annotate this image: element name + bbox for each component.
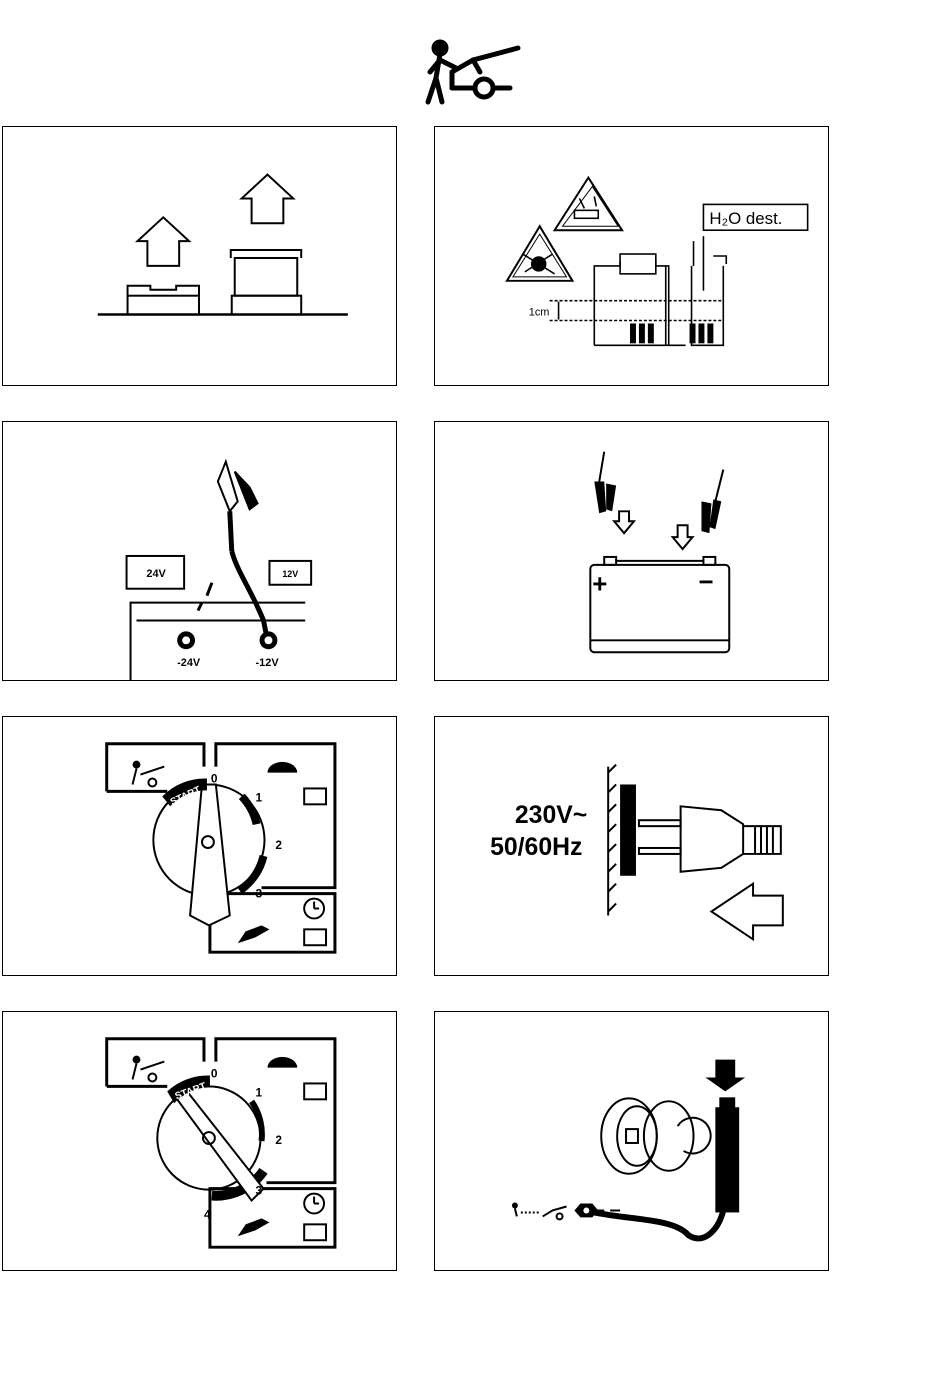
turtle-icon <box>267 762 297 773</box>
hare-icon <box>238 1218 270 1236</box>
panel-clamp-connect: + − <box>434 421 829 681</box>
socket-12v-label: -12V <box>256 657 280 669</box>
frequency-label: 50/60Hz <box>490 834 582 861</box>
battery-24v-label: 24V <box>146 568 166 580</box>
panel-voltage-select: 24V 12V -24V -12V <box>2 421 397 681</box>
panel-remove-caps <box>2 126 397 386</box>
pos-4-label-b: 4 <box>204 1207 211 1221</box>
panel-electrolyte-level: H₂O dest. 1cm <box>434 126 829 386</box>
pos-2-label: 2 <box>275 838 282 852</box>
pos-0-label: 0 <box>211 771 218 785</box>
mechanic-car-icon <box>418 38 528 108</box>
panel-selector-switch-b: START 0 1 2 3 4 <box>2 1011 397 1271</box>
pos-3-label: 3 <box>256 887 263 901</box>
turtle-icon <box>267 1057 297 1068</box>
explosive-warning-icon <box>507 226 572 281</box>
panel-mains-plug: 230V~ 50/60Hz <box>434 716 829 976</box>
voltage-label: 230V~ <box>515 802 587 829</box>
remove-caps-icon <box>3 127 396 385</box>
socket-24v-label: -24V <box>177 657 201 669</box>
pos-2-label-b: 2 <box>275 1133 282 1147</box>
water-label: H₂O dest. <box>709 209 782 228</box>
level-label: 1cm <box>529 307 550 319</box>
hare-icon <box>238 925 270 943</box>
minus-label: − <box>698 569 713 597</box>
pos-1-label-b: 1 <box>256 1085 263 1099</box>
corrosive-warning-icon <box>555 178 622 231</box>
plus-label: + <box>592 571 607 599</box>
pos-3-label-b: 3 <box>256 1184 263 1198</box>
panel-selector-switch-a: START 0 1 2 3 <box>2 716 397 976</box>
pos-0-label-b: 0 <box>211 1066 218 1080</box>
battery-12v-label: 12V <box>282 569 298 579</box>
panel-timer-knob <box>434 1011 829 1271</box>
timer-knob-icon <box>435 1012 828 1270</box>
pos-1-label: 1 <box>256 790 263 804</box>
